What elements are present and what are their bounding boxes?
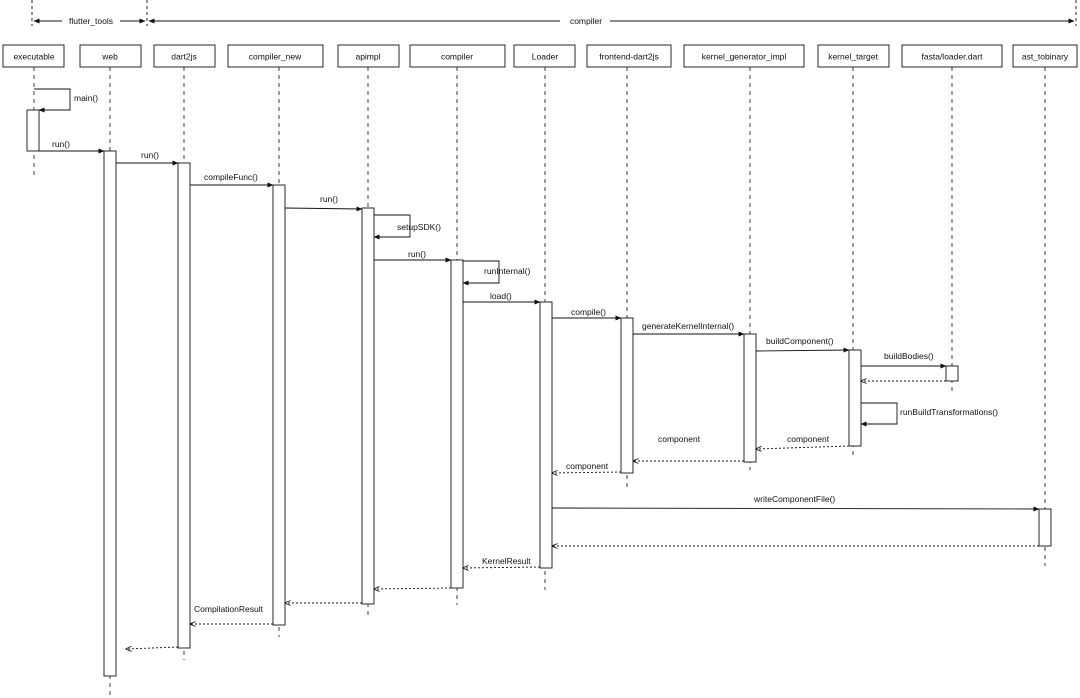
message-buildbodies: buildBodies() bbox=[861, 351, 947, 369]
group-header: flutter_tools compiler bbox=[31, 0, 1077, 26]
self-call-arrow bbox=[860, 402, 898, 427]
return-arrow bbox=[552, 472, 622, 473]
message-label: run() bbox=[52, 139, 70, 149]
self-call-arrow bbox=[462, 260, 500, 286]
self-call-arrow bbox=[373, 214, 411, 240]
participant-label: executable bbox=[13, 52, 54, 62]
participant-label: kernel_generator_impl bbox=[702, 52, 787, 62]
activation-compiler bbox=[450, 259, 464, 589]
return-arrow bbox=[374, 588, 452, 589]
activation-compiler-new bbox=[272, 184, 286, 626]
message-compilationresult: CompilationResult bbox=[190, 604, 273, 624]
activation-apimpl bbox=[361, 207, 375, 605]
message-label: compile() bbox=[571, 307, 606, 317]
message-label: KernelResult bbox=[482, 556, 531, 566]
message-run-apimpl-compiler: run() bbox=[374, 249, 452, 263]
message-label: writeComponentFile() bbox=[753, 494, 835, 504]
message-label: load() bbox=[490, 291, 512, 301]
message-writecomponentfile: writeComponentFile() bbox=[551, 494, 1040, 512]
message-dart2js-return bbox=[126, 647, 179, 649]
activation-loader bbox=[539, 301, 553, 569]
call-arrow bbox=[284, 206, 363, 212]
message-label: buildComponent() bbox=[766, 336, 834, 346]
return-arrow bbox=[756, 445, 850, 449]
activation-web bbox=[103, 150, 117, 677]
message-compiler-return bbox=[374, 588, 452, 589]
participant-label: fasta/loader.dart bbox=[922, 52, 984, 62]
return-arrow bbox=[126, 647, 179, 649]
activation-fasta-loader bbox=[945, 365, 959, 382]
message-kernelresult: KernelResult bbox=[463, 556, 541, 568]
activation-bars bbox=[26, 109, 1052, 677]
participant-label: frontend-dart2js bbox=[599, 52, 659, 62]
participant-label: compiler_new bbox=[249, 52, 302, 62]
message-label: component bbox=[787, 434, 830, 444]
message-runinternal: runInternal() bbox=[462, 260, 530, 286]
message-label: generateKernelInternal() bbox=[642, 321, 734, 331]
call-arrow bbox=[551, 506, 1040, 512]
activation-dart2js bbox=[177, 162, 191, 649]
messages: main() run() run() compileFunc() run() s… bbox=[34, 88, 1040, 649]
message-label: run() bbox=[320, 194, 338, 204]
self-call-arrow bbox=[34, 88, 71, 113]
activation-frontend-dart2js bbox=[620, 317, 634, 474]
message-run-executable-web: run() bbox=[39, 139, 105, 154]
group-label-compiler: compiler bbox=[570, 16, 602, 26]
activation-kernel-target bbox=[848, 349, 862, 447]
activation-ast-tobinary bbox=[1038, 508, 1052, 547]
message-label: component bbox=[658, 434, 701, 444]
message-buildcomponent: buildComponent() bbox=[755, 336, 850, 353]
participant-label: kernel_target bbox=[828, 52, 878, 62]
message-label: compileFunc() bbox=[204, 172, 258, 182]
message-label: run() bbox=[408, 249, 426, 259]
message-main: main() bbox=[34, 88, 98, 113]
message-setupsdk: setupSDK() bbox=[373, 214, 441, 240]
message-runbuildtransformations: runBuildTransformations() bbox=[860, 402, 998, 427]
participant-label: dart2js bbox=[171, 52, 197, 62]
activation-kernel-generator-impl bbox=[743, 333, 757, 463]
message-compile: compile() bbox=[552, 307, 622, 321]
message-component-kernel-target: component bbox=[756, 434, 850, 449]
participant-label: web bbox=[101, 52, 118, 62]
call-arrow bbox=[755, 347, 850, 353]
participant-ast-tobinary: ast_tobinary bbox=[1012, 44, 1078, 566]
message-label: run() bbox=[141, 150, 159, 160]
message-run-web-dart2js: run() bbox=[116, 150, 179, 166]
message-label: CompilationResult bbox=[194, 604, 264, 614]
message-label: runBuildTransformations() bbox=[900, 407, 998, 417]
participant-label: compiler bbox=[441, 52, 473, 62]
participant-label: ast_tobinary bbox=[1022, 52, 1069, 62]
participant-kernel-generator-impl: kernel_generator_impl bbox=[683, 44, 805, 470]
message-label: setupSDK() bbox=[397, 222, 441, 232]
message-compilefunc: compileFunc() bbox=[190, 172, 274, 188]
message-label: component bbox=[566, 461, 609, 471]
participant-label: apimpl bbox=[355, 52, 380, 62]
message-run-compiler-new-apimpl: run() bbox=[284, 194, 363, 212]
participant-executable: executable bbox=[2, 44, 65, 175]
message-label: runInternal() bbox=[484, 266, 530, 276]
message-load: load() bbox=[463, 291, 541, 305]
participant-label: Loader bbox=[532, 52, 559, 62]
message-label: buildBodies() bbox=[884, 351, 934, 361]
activation-executable bbox=[26, 109, 40, 152]
group-label-flutter-tools: flutter_tools bbox=[69, 16, 113, 26]
return-arrow bbox=[463, 567, 541, 568]
participant-frontend-dart2js: frontend-dart2js bbox=[586, 44, 672, 488]
message-generatekernelinternal: generateKernelInternal() bbox=[633, 321, 745, 337]
participant-fasta-loader: fasta/loader.dart bbox=[901, 44, 1003, 392]
message-label: main() bbox=[74, 93, 98, 103]
message-component-kernel-generator: component bbox=[633, 434, 744, 461]
message-component-frontend: component bbox=[552, 461, 622, 473]
